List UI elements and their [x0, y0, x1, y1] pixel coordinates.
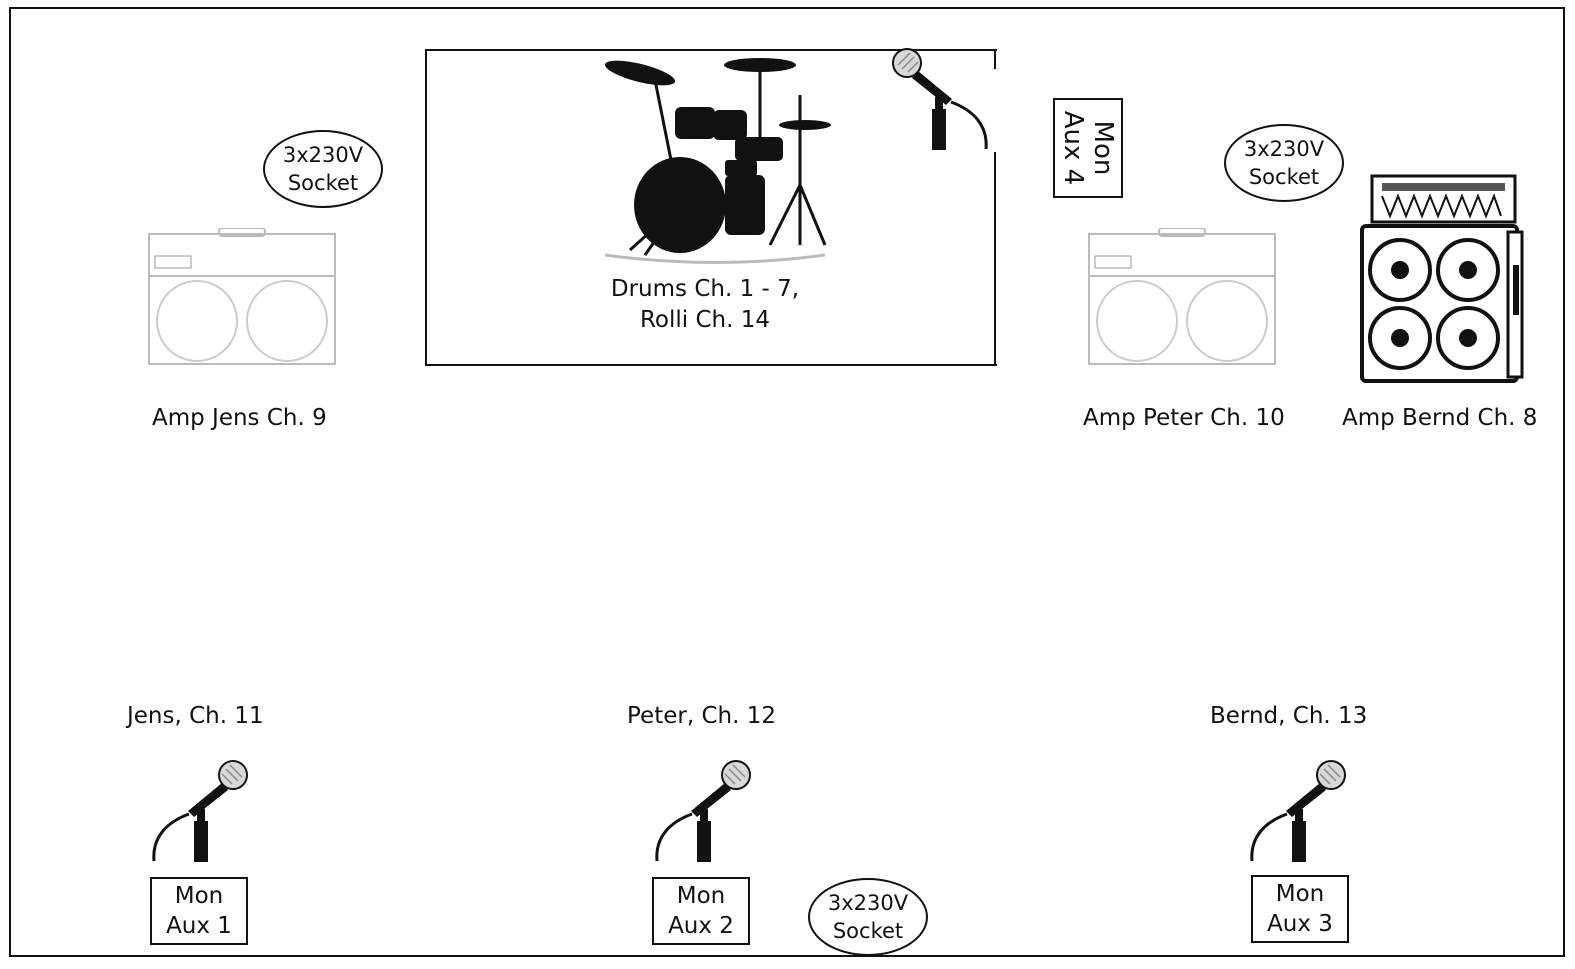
socket-voltage: 3x230V — [827, 891, 909, 915]
monitor-aux-4: Mon Aux 4 — [1053, 98, 1123, 198]
monitor-label: Mon — [1088, 120, 1118, 176]
socket-label: Socket — [1248, 165, 1320, 189]
amp-peter-label: Amp Peter Ch. 10 — [1083, 405, 1285, 431]
socket-voltage: 3x230V — [1243, 137, 1325, 161]
combo-amp-icon — [147, 228, 337, 368]
drum-riser-edge — [994, 49, 996, 69]
microphone-icon — [645, 757, 755, 862]
drum-label-line1: Drums Ch. 1 - 7, — [610, 276, 800, 302]
drum-riser — [425, 49, 997, 366]
monitor-aux-1: Mon Aux 1 — [150, 877, 248, 945]
monitor-aux: Aux 2 — [668, 913, 734, 939]
amp-jens-label: Amp Jens Ch. 9 — [152, 405, 327, 431]
socket-label: Socket — [832, 919, 904, 943]
socket-voltage: 3x230V — [282, 143, 364, 167]
drum-kit-icon — [595, 55, 835, 265]
drum-microphone-icon — [888, 45, 998, 150]
amp-bernd-label: Amp Bernd Ch. 8 — [1342, 405, 1538, 431]
vocal-jens-label: Jens, Ch. 11 — [127, 703, 264, 729]
monitor-label: Mon — [174, 883, 224, 909]
monitor-aux: Aux 4 — [1058, 110, 1088, 186]
monitor-aux: Aux 1 — [166, 913, 232, 939]
monitor-label: Mon — [676, 883, 726, 909]
power-socket: 3x230V Socket — [263, 130, 383, 208]
drum-label-line2: Rolli Ch. 14 — [639, 307, 771, 333]
power-socket: 3x230V Socket — [808, 878, 928, 956]
monitor-label: Mon — [1275, 881, 1325, 907]
socket-label: Socket — [287, 171, 359, 195]
vocal-bernd-label: Bernd, Ch. 13 — [1210, 703, 1368, 729]
stack-amp-icon — [1360, 170, 1525, 385]
combo-amp-icon — [1087, 228, 1277, 368]
drum-riser-label: Drums Ch. 1 - 7, Rolli Ch. 14 — [560, 274, 850, 336]
drum-riser-edge — [994, 152, 996, 366]
microphone-icon — [1240, 757, 1350, 862]
power-socket: 3x230V Socket — [1224, 124, 1344, 202]
monitor-aux-3: Mon Aux 3 — [1251, 875, 1349, 943]
monitor-aux-2: Mon Aux 2 — [652, 877, 750, 945]
microphone-icon — [142, 757, 252, 862]
stage-frame — [9, 7, 1565, 957]
monitor-aux: Aux 3 — [1267, 911, 1333, 937]
vocal-peter-label: Peter, Ch. 12 — [627, 703, 776, 729]
